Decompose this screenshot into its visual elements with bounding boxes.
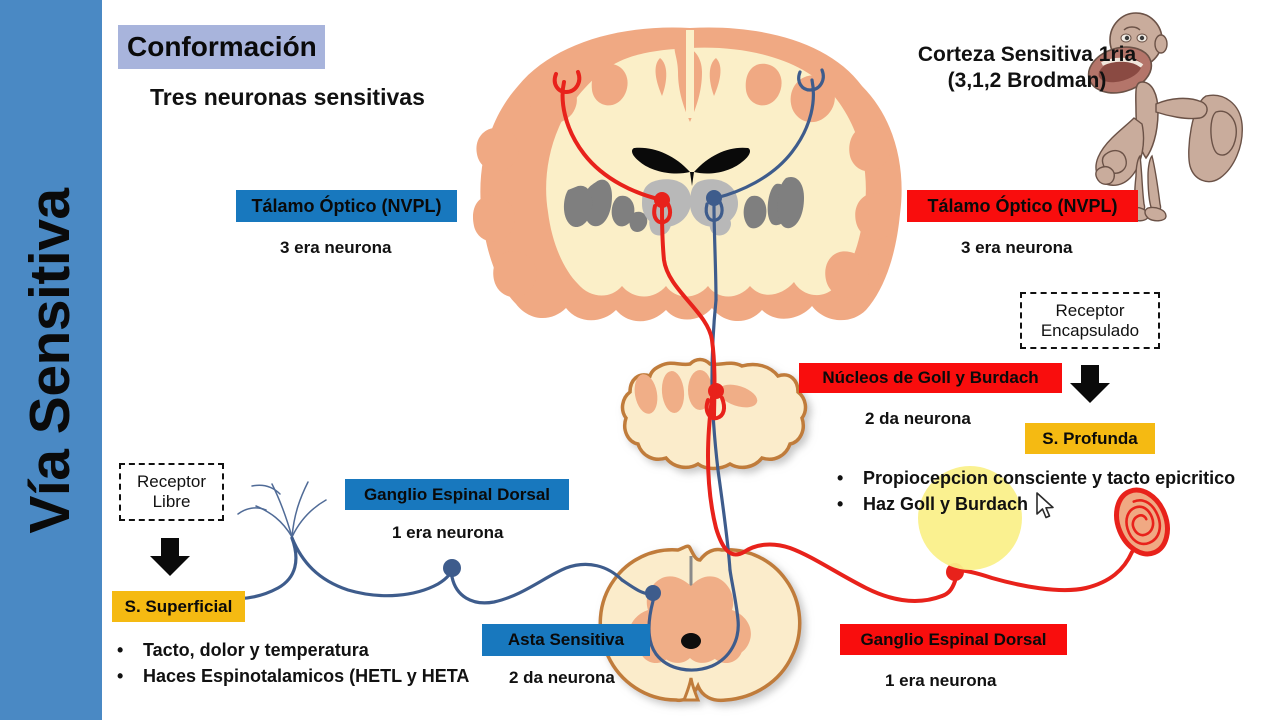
bullet-marker: • bbox=[837, 468, 844, 488]
sensory-homunculus-figure bbox=[1087, 12, 1243, 222]
bullet-marker: • bbox=[837, 494, 844, 515]
list-item: • Propiocepcion consciente y tacto epicr… bbox=[837, 465, 1235, 491]
page-title: Conformación bbox=[118, 25, 325, 69]
caption-ganglio-right: 1 era neurona bbox=[885, 671, 997, 690]
caption-thalamus-right: 3 era neurona bbox=[961, 238, 1073, 257]
pacinian-corpuscle-icon bbox=[1114, 487, 1170, 557]
list-item: • Tacto, dolor y temperatura bbox=[117, 637, 469, 663]
receptor-encapsulado-box: Receptor Encapsulado bbox=[1020, 292, 1160, 349]
bullet-text: Propiocepcion consciente y tacto epicrit… bbox=[863, 468, 1236, 488]
bullet-text: Tacto, dolor y temperatura bbox=[143, 640, 369, 660]
central-canal bbox=[681, 633, 701, 649]
label-thalamus-right: Tálamo Óptico (NVPL) bbox=[907, 190, 1138, 222]
brain-coronal-section bbox=[472, 27, 902, 322]
lateral-ventricles bbox=[632, 147, 750, 186]
bullet-marker: • bbox=[117, 666, 124, 687]
page-subtitle: Tres neuronas sensitivas bbox=[150, 84, 425, 110]
label-thalamus-left: Tálamo Óptico (NVPL) bbox=[236, 190, 457, 222]
bullet-text: Haz Goll y Burdach bbox=[863, 494, 1029, 515]
arrow-down-icon-right bbox=[1070, 365, 1110, 405]
receptor-libre-line1: Receptor bbox=[137, 472, 206, 492]
content-area: Conformación Tres neuronas sensitivas Co… bbox=[102, 0, 1280, 720]
bullet-text: Haces Espinotalamicos (HETL y HETA bbox=[143, 666, 470, 687]
bullet-marker: • bbox=[117, 640, 124, 660]
caption-ganglio-left: 1 era neurona bbox=[392, 523, 504, 542]
receptor-libre-line2: Libre bbox=[152, 492, 191, 511]
highlight-spotlight bbox=[918, 466, 1022, 570]
receptor-libre-box: Receptor Libre bbox=[119, 463, 224, 521]
receptor-encapsulado-line2: Encapsulado bbox=[1040, 320, 1140, 340]
caption-thalamus-left: 3 era neurona bbox=[280, 238, 392, 257]
list-item: • Haz Goll y Burdach bbox=[837, 491, 1235, 517]
blue-second-neuron-soma bbox=[645, 585, 661, 601]
sidebar-title: Vía Sensitiva bbox=[18, 188, 82, 534]
bullets-profunda: • Propiocepcion consciente y tacto epicr… bbox=[837, 465, 1235, 517]
sidebar: Vía Sensitiva bbox=[0, 0, 102, 720]
blue-ganglion-cell-body bbox=[443, 559, 461, 577]
cortex-label: Corteza Sensitiva 1ria (3,1,2 Brodman) bbox=[897, 42, 1157, 95]
label-goll-burdach: Núcleos de Goll y Burdach bbox=[799, 363, 1062, 393]
arrow-down-icon-left bbox=[150, 538, 190, 578]
bullets-superficial: • Tacto, dolor y temperatura • Haces Esp… bbox=[117, 637, 469, 689]
label-asta-sensitiva: Asta Sensitiva bbox=[482, 624, 650, 656]
label-s-superficial: S. Superficial bbox=[112, 591, 245, 622]
receptor-encapsulado-line1: Receptor bbox=[1055, 300, 1125, 320]
red-pathway-dorsal-column bbox=[552, 70, 1170, 603]
spinal-cord-section bbox=[598, 544, 802, 703]
free-nerve-ending-icon bbox=[237, 481, 327, 538]
basal-ganglia bbox=[563, 176, 804, 232]
cortex-label-line2: (3,1,2 Brodman) bbox=[947, 69, 1107, 93]
page-title-text: Conformación bbox=[127, 31, 317, 62]
cortex-label-line1: Corteza Sensitiva 1ria bbox=[917, 43, 1137, 66]
label-s-profunda: S. Profunda bbox=[1025, 423, 1155, 454]
mouse-pointer-icon bbox=[1036, 492, 1054, 519]
label-ganglio-left: Ganglio Espinal Dorsal bbox=[345, 479, 569, 510]
list-item: • Haces Espinotalamicos (HETL y HETA bbox=[117, 663, 469, 689]
label-ganglio-right: Ganglio Espinal Dorsal bbox=[840, 624, 1067, 655]
caption-asta-sensitiva: 2 da neurona bbox=[509, 668, 615, 687]
blue-thalamic-synapse bbox=[706, 190, 722, 206]
caption-goll-burdach: 2 da neurona bbox=[865, 409, 971, 428]
